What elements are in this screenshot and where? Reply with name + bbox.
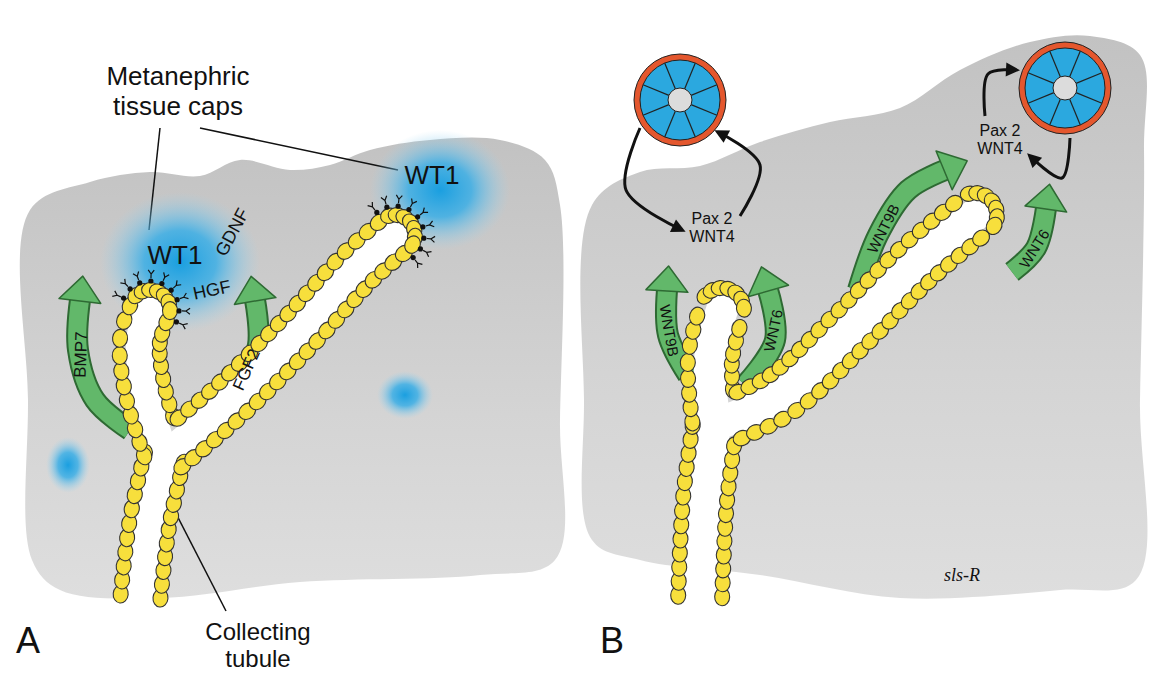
factor-label: BMP7 [71, 331, 92, 378]
factor-label: FGF2 [228, 346, 264, 394]
gene-label: Pax 2 WNT4 [972, 122, 1028, 159]
collecting-tubule [670, 184, 1005, 606]
signal-arrows [59, 151, 1067, 430]
tissue-cap: WT1 [370, 130, 510, 250]
induction-arrow [1027, 138, 1070, 178]
tubule-lumen [700, 425, 715, 602]
receptor-marks [112, 195, 435, 329]
factor-label: WNT6 [1015, 226, 1052, 271]
signal-arrow [858, 151, 967, 290]
nephron-section [634, 54, 726, 146]
tubule-lumen [710, 310, 722, 425]
factor-label: HGF [191, 276, 232, 304]
collecting-tubule [112, 195, 435, 608]
leader-line [168, 498, 226, 611]
cap-marker-label: WT1 [148, 241, 203, 271]
factor-label: WNT9B [863, 201, 902, 256]
gene-label: Pax 2 WNT4 [684, 210, 740, 247]
tissue-label: Metanephric tissue caps [88, 62, 268, 122]
artist-signature: sls-R [944, 565, 980, 586]
nephron-section [1019, 42, 1111, 134]
factor-label: GDNF [211, 204, 253, 259]
tubule-lumen [715, 215, 975, 425]
structure-label: Collecting tubule [183, 618, 333, 673]
signal-arrow [646, 266, 688, 375]
tubule-lumen [140, 310, 165, 455]
mesenchyme-glow [46, 437, 90, 493]
factor-label: WNT6 [760, 308, 786, 353]
induction-arrow [984, 63, 1020, 116]
induction-arrow [714, 130, 760, 216]
factor-label: WNT9B [656, 303, 682, 358]
tissue-panel [20, 138, 565, 599]
leader-line [149, 128, 160, 230]
tubule-cells [112, 206, 424, 608]
tubule-cells [670, 184, 1005, 606]
leader-line [200, 128, 398, 170]
signal-arrow [1012, 184, 1067, 272]
panel-letter: A [16, 620, 40, 661]
tissue-panel [580, 35, 1147, 599]
panel-letter: B [600, 620, 624, 661]
cap-marker-label: WT1 [405, 161, 460, 191]
mesenchyme-glow [377, 371, 433, 419]
signal-arrow [745, 267, 788, 385]
signal-arrow [59, 276, 130, 430]
tubule-lumen [140, 455, 165, 602]
induction-arrow [625, 128, 686, 232]
